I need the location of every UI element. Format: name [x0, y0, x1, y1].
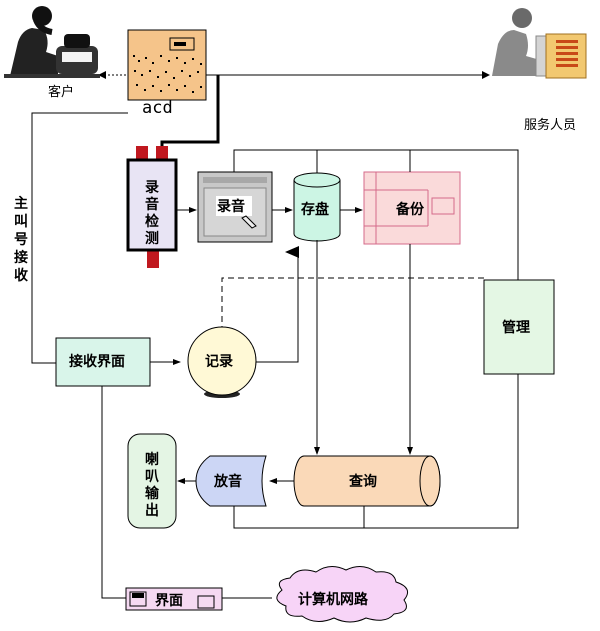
interface-box: 界面	[125, 587, 223, 611]
top-frame-line	[233, 149, 519, 280]
svg-text:检: 检	[145, 213, 159, 230]
svg-text:喇: 喇	[145, 451, 159, 468]
caller-id-line	[31, 112, 128, 364]
receive-to-interface-line	[101, 386, 126, 599]
management-dashed-line	[221, 277, 484, 330]
acd-label: acd	[142, 98, 173, 118]
recording-detect-box: 录 音 检 测	[126, 146, 178, 268]
svg-text:测: 测	[145, 230, 159, 247]
query-label: 查询	[349, 473, 377, 490]
playback-shape: 放音	[195, 455, 267, 507]
customer-label: 客户	[48, 84, 74, 100]
storage-label: 存盘	[301, 201, 329, 218]
top-connection	[98, 71, 490, 79]
recording-label: 录音	[217, 198, 245, 215]
svg-text:录: 录	[145, 180, 159, 196]
backup-label: 备份	[395, 201, 425, 218]
svg-text:音: 音	[145, 196, 159, 213]
record-label: 记录	[205, 354, 233, 370]
management-label: 管理	[502, 319, 530, 336]
svg-text:出: 出	[145, 502, 159, 519]
customer-phone-icon	[4, 6, 100, 78]
bottom-frame-line	[233, 374, 519, 529]
query-cylinder: 查询	[293, 455, 441, 507]
recorder-window-icon: 录音	[197, 171, 273, 243]
caller-id-receive-label: 主 叫 号 接 收	[14, 195, 29, 284]
receive-interface-box: 接收界面	[55, 337, 151, 387]
backup-box: 备份	[363, 171, 461, 245]
svg-text:收: 收	[14, 267, 29, 284]
service-staff-icon	[492, 8, 587, 79]
acd-switch	[127, 29, 207, 101]
interface-label: 界面	[155, 593, 183, 609]
svg-text:号: 号	[14, 232, 28, 248]
receive-interface-label: 接收界面	[69, 353, 125, 370]
svg-text:输: 输	[145, 485, 160, 502]
svg-text:叫: 叫	[14, 213, 28, 230]
network-label: 计算机网路	[298, 591, 369, 608]
svg-text:主: 主	[14, 195, 28, 212]
playback-label: 放音	[213, 473, 242, 490]
service-staff-label: 服务人员	[524, 117, 576, 133]
management-box: 管理	[483, 279, 555, 375]
svg-text:叭: 叭	[145, 469, 159, 485]
storage-cylinder: 存盘	[293, 172, 341, 242]
speaker-output-box: 喇 叭 输 出	[127, 433, 177, 529]
record-to-storage-arrow	[256, 246, 299, 363]
svg-text:接: 接	[14, 249, 28, 266]
network-cloud: 计算机网路	[276, 566, 409, 623]
record-circle: 记录	[187, 326, 257, 398]
